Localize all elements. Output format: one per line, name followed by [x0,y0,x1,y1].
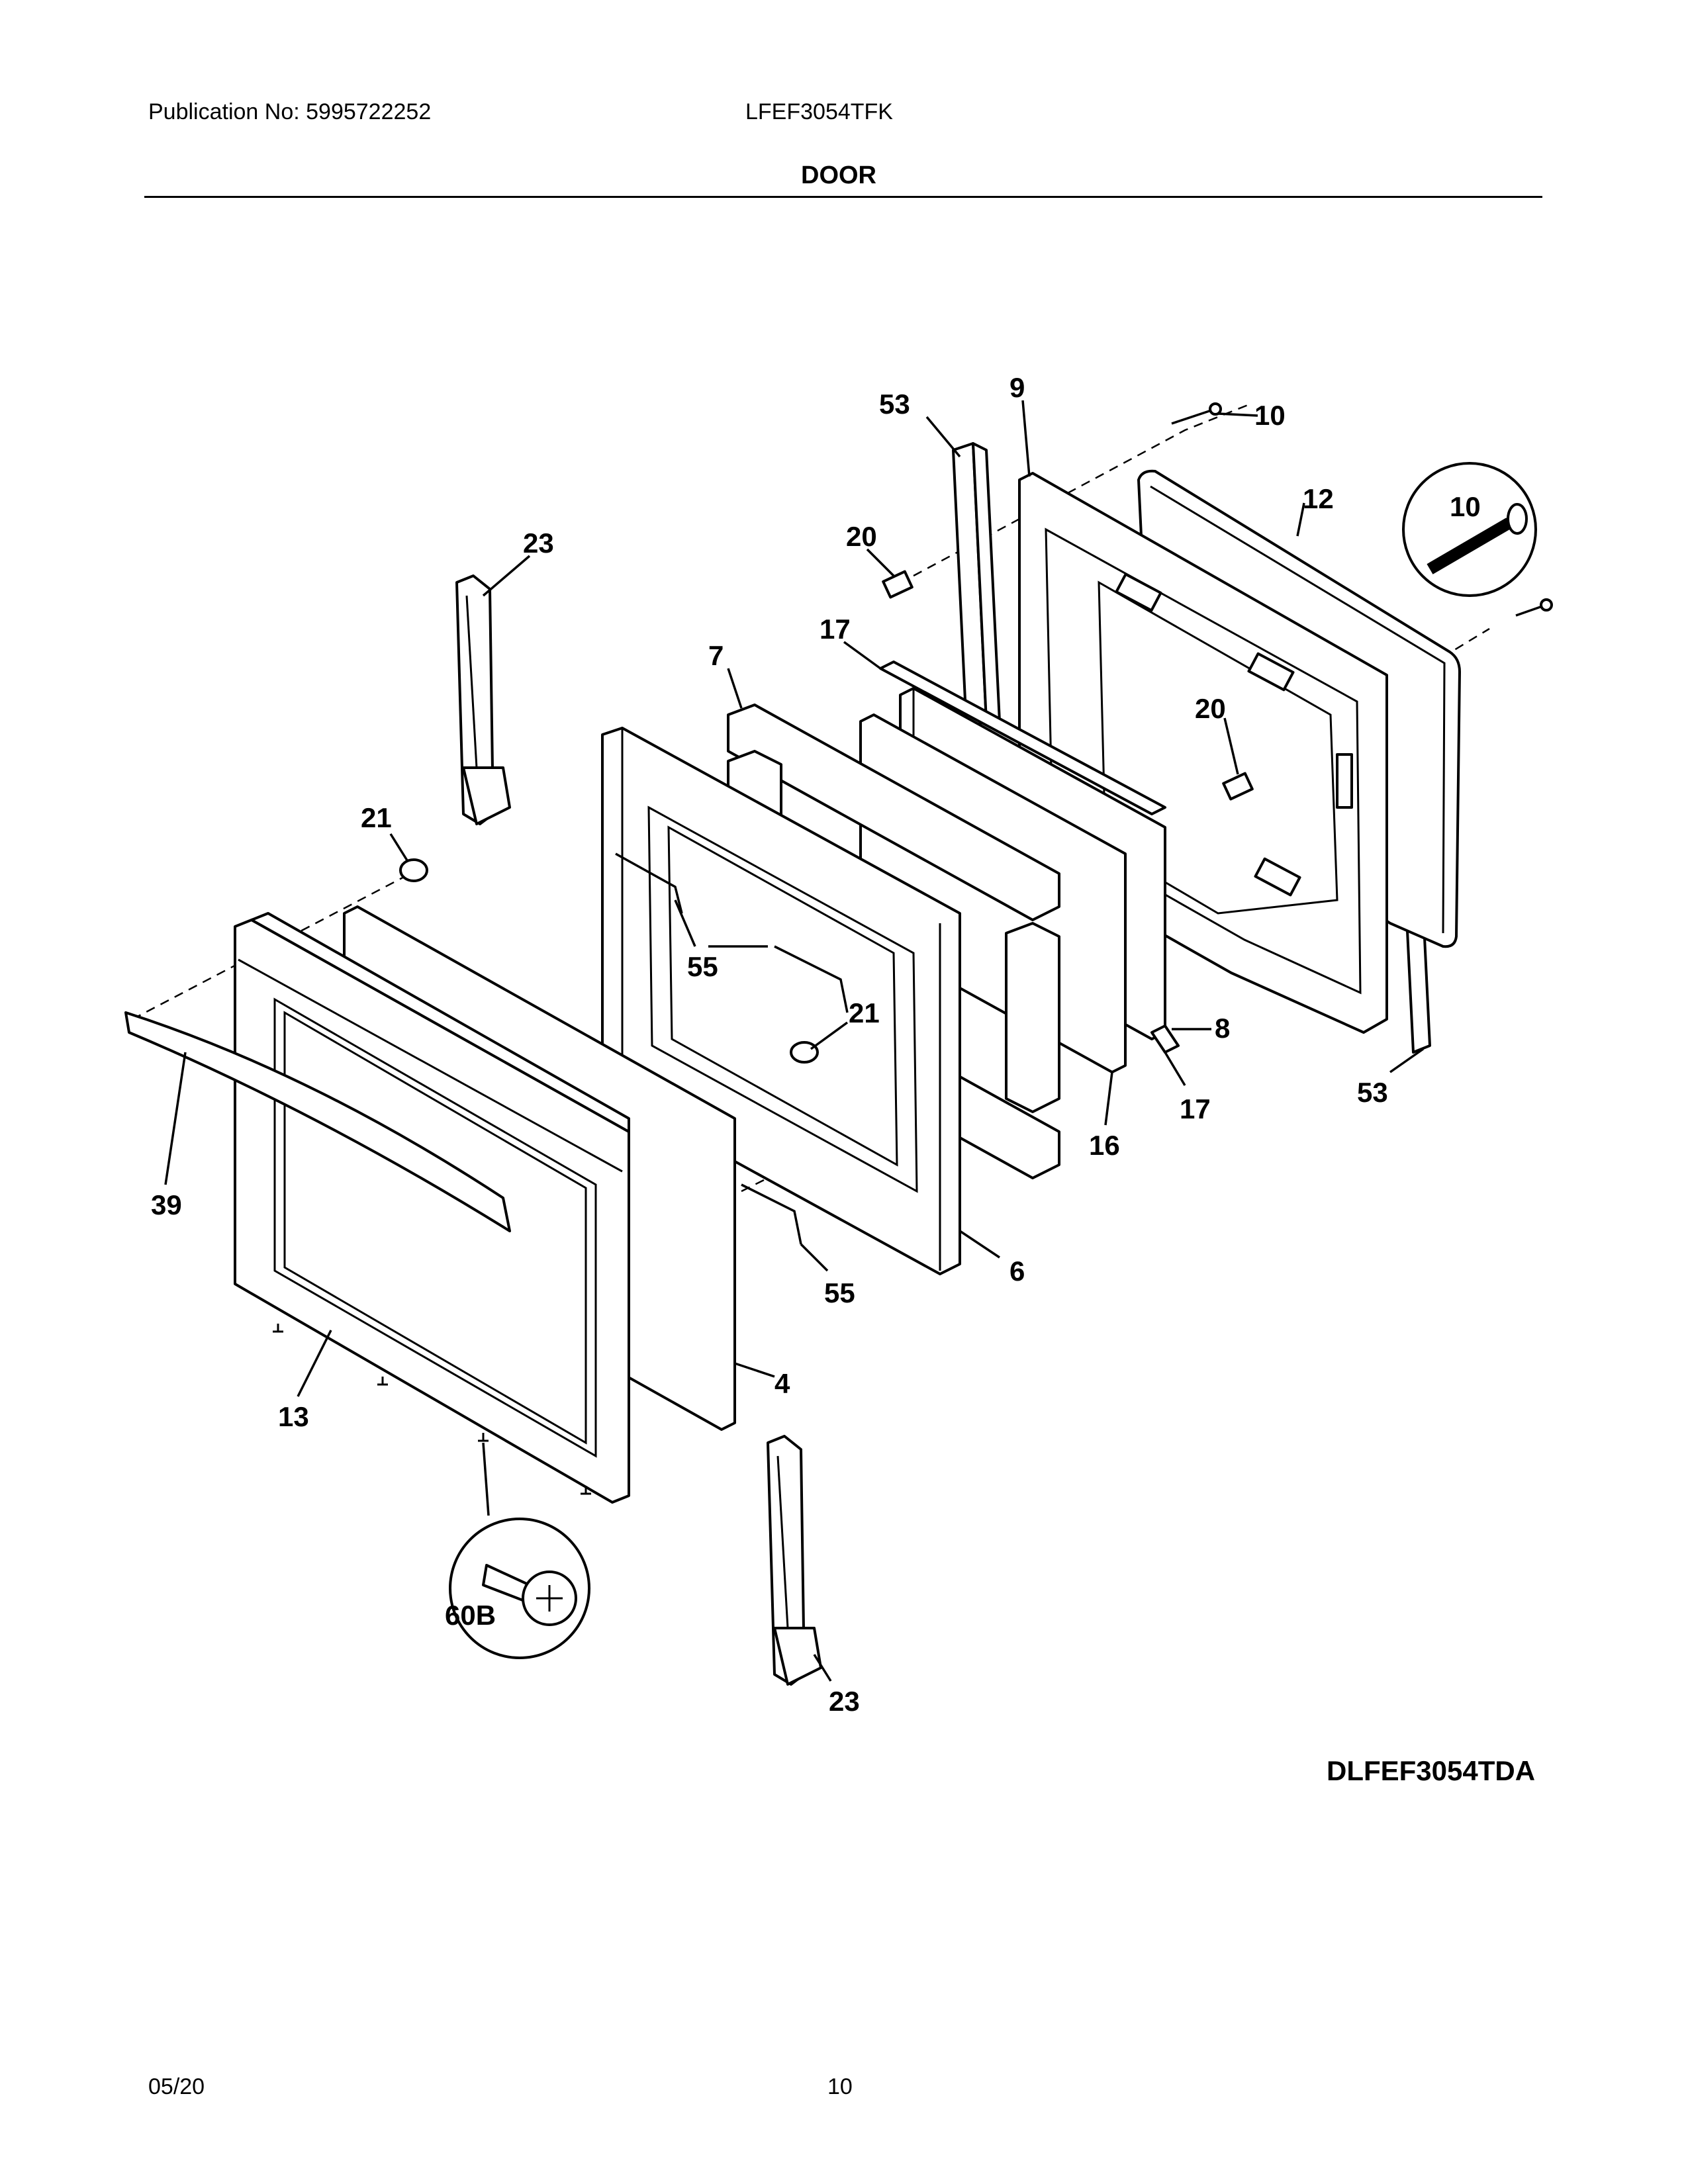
leader-lines [164,400,1425,1682]
callout-10-detail: 10 [1450,491,1481,522]
part-13-outer-door [234,912,630,1504]
header-rule [144,196,1542,198]
part-10-screw [1171,402,1222,425]
detail-circle-60b [449,1442,590,1659]
part-17-glass-channel-bottom [1150,1024,1180,1054]
part-23-hinge-top [455,574,511,825]
callout-6: 6 [1009,1255,1025,1287]
footer-date: 05/20 [148,2074,205,2099]
callout-9: 9 [1009,372,1025,403]
part-21-pad-left [399,858,428,882]
callout-39: 39 [151,1189,182,1220]
callout-10-top: 10 [1254,400,1286,431]
callout-23-top: 23 [523,527,554,559]
part-23-hinge-bottom [767,1435,822,1686]
alignment-line [741,1124,874,1193]
part-20-stop-right [1222,772,1254,801]
callout-8: 8 [1215,1013,1230,1044]
part-55-hinge-receiver-bot [741,1183,802,1245]
page-number: 10 [827,2074,853,2099]
part-39-handle [124,1011,511,1232]
alignment-line [132,872,411,1021]
callout-55-top: 55 [687,951,718,982]
callout-53-bot: 53 [1357,1077,1388,1108]
callout-16: 16 [1089,1130,1120,1161]
drawing-code: DLFEF3054TDA [1327,1755,1536,1786]
section-title: DOOR [801,161,876,189]
part-20-stop-left [882,570,914,599]
part-53-rear-strip [952,442,1001,729]
detail-circle-10 [1402,462,1537,597]
callout-20-right: 20 [1195,693,1226,724]
callout-20-left: 20 [846,521,877,552]
callout-55-bot: 55 [824,1277,855,1308]
callout-13: 13 [278,1401,309,1432]
bottom-screws [273,1324,591,1495]
callout-7: 7 [708,640,724,671]
model-number: LFEF3054TFK [745,99,893,124]
callout-53-top: 53 [879,388,910,420]
callout-12: 12 [1303,483,1334,514]
callout-17-top: 17 [820,614,851,645]
callout-17-bot: 17 [1180,1093,1211,1124]
callout-23-bot: 23 [829,1686,860,1717]
callout-21-left: 21 [361,802,392,833]
part-10-screw-right [1515,598,1553,617]
part-55-hinge-receiver-top [615,852,849,1013]
alignment-line [913,402,1252,577]
callout-60b: 60B [445,1600,496,1631]
callout-21-mid: 21 [849,997,880,1028]
publication-number: Publication No: 5995722252 [148,99,432,124]
part-17-glass-channel-top [879,660,1166,815]
part-21-pad-mid [790,1041,819,1064]
callout-4: 4 [774,1368,790,1399]
